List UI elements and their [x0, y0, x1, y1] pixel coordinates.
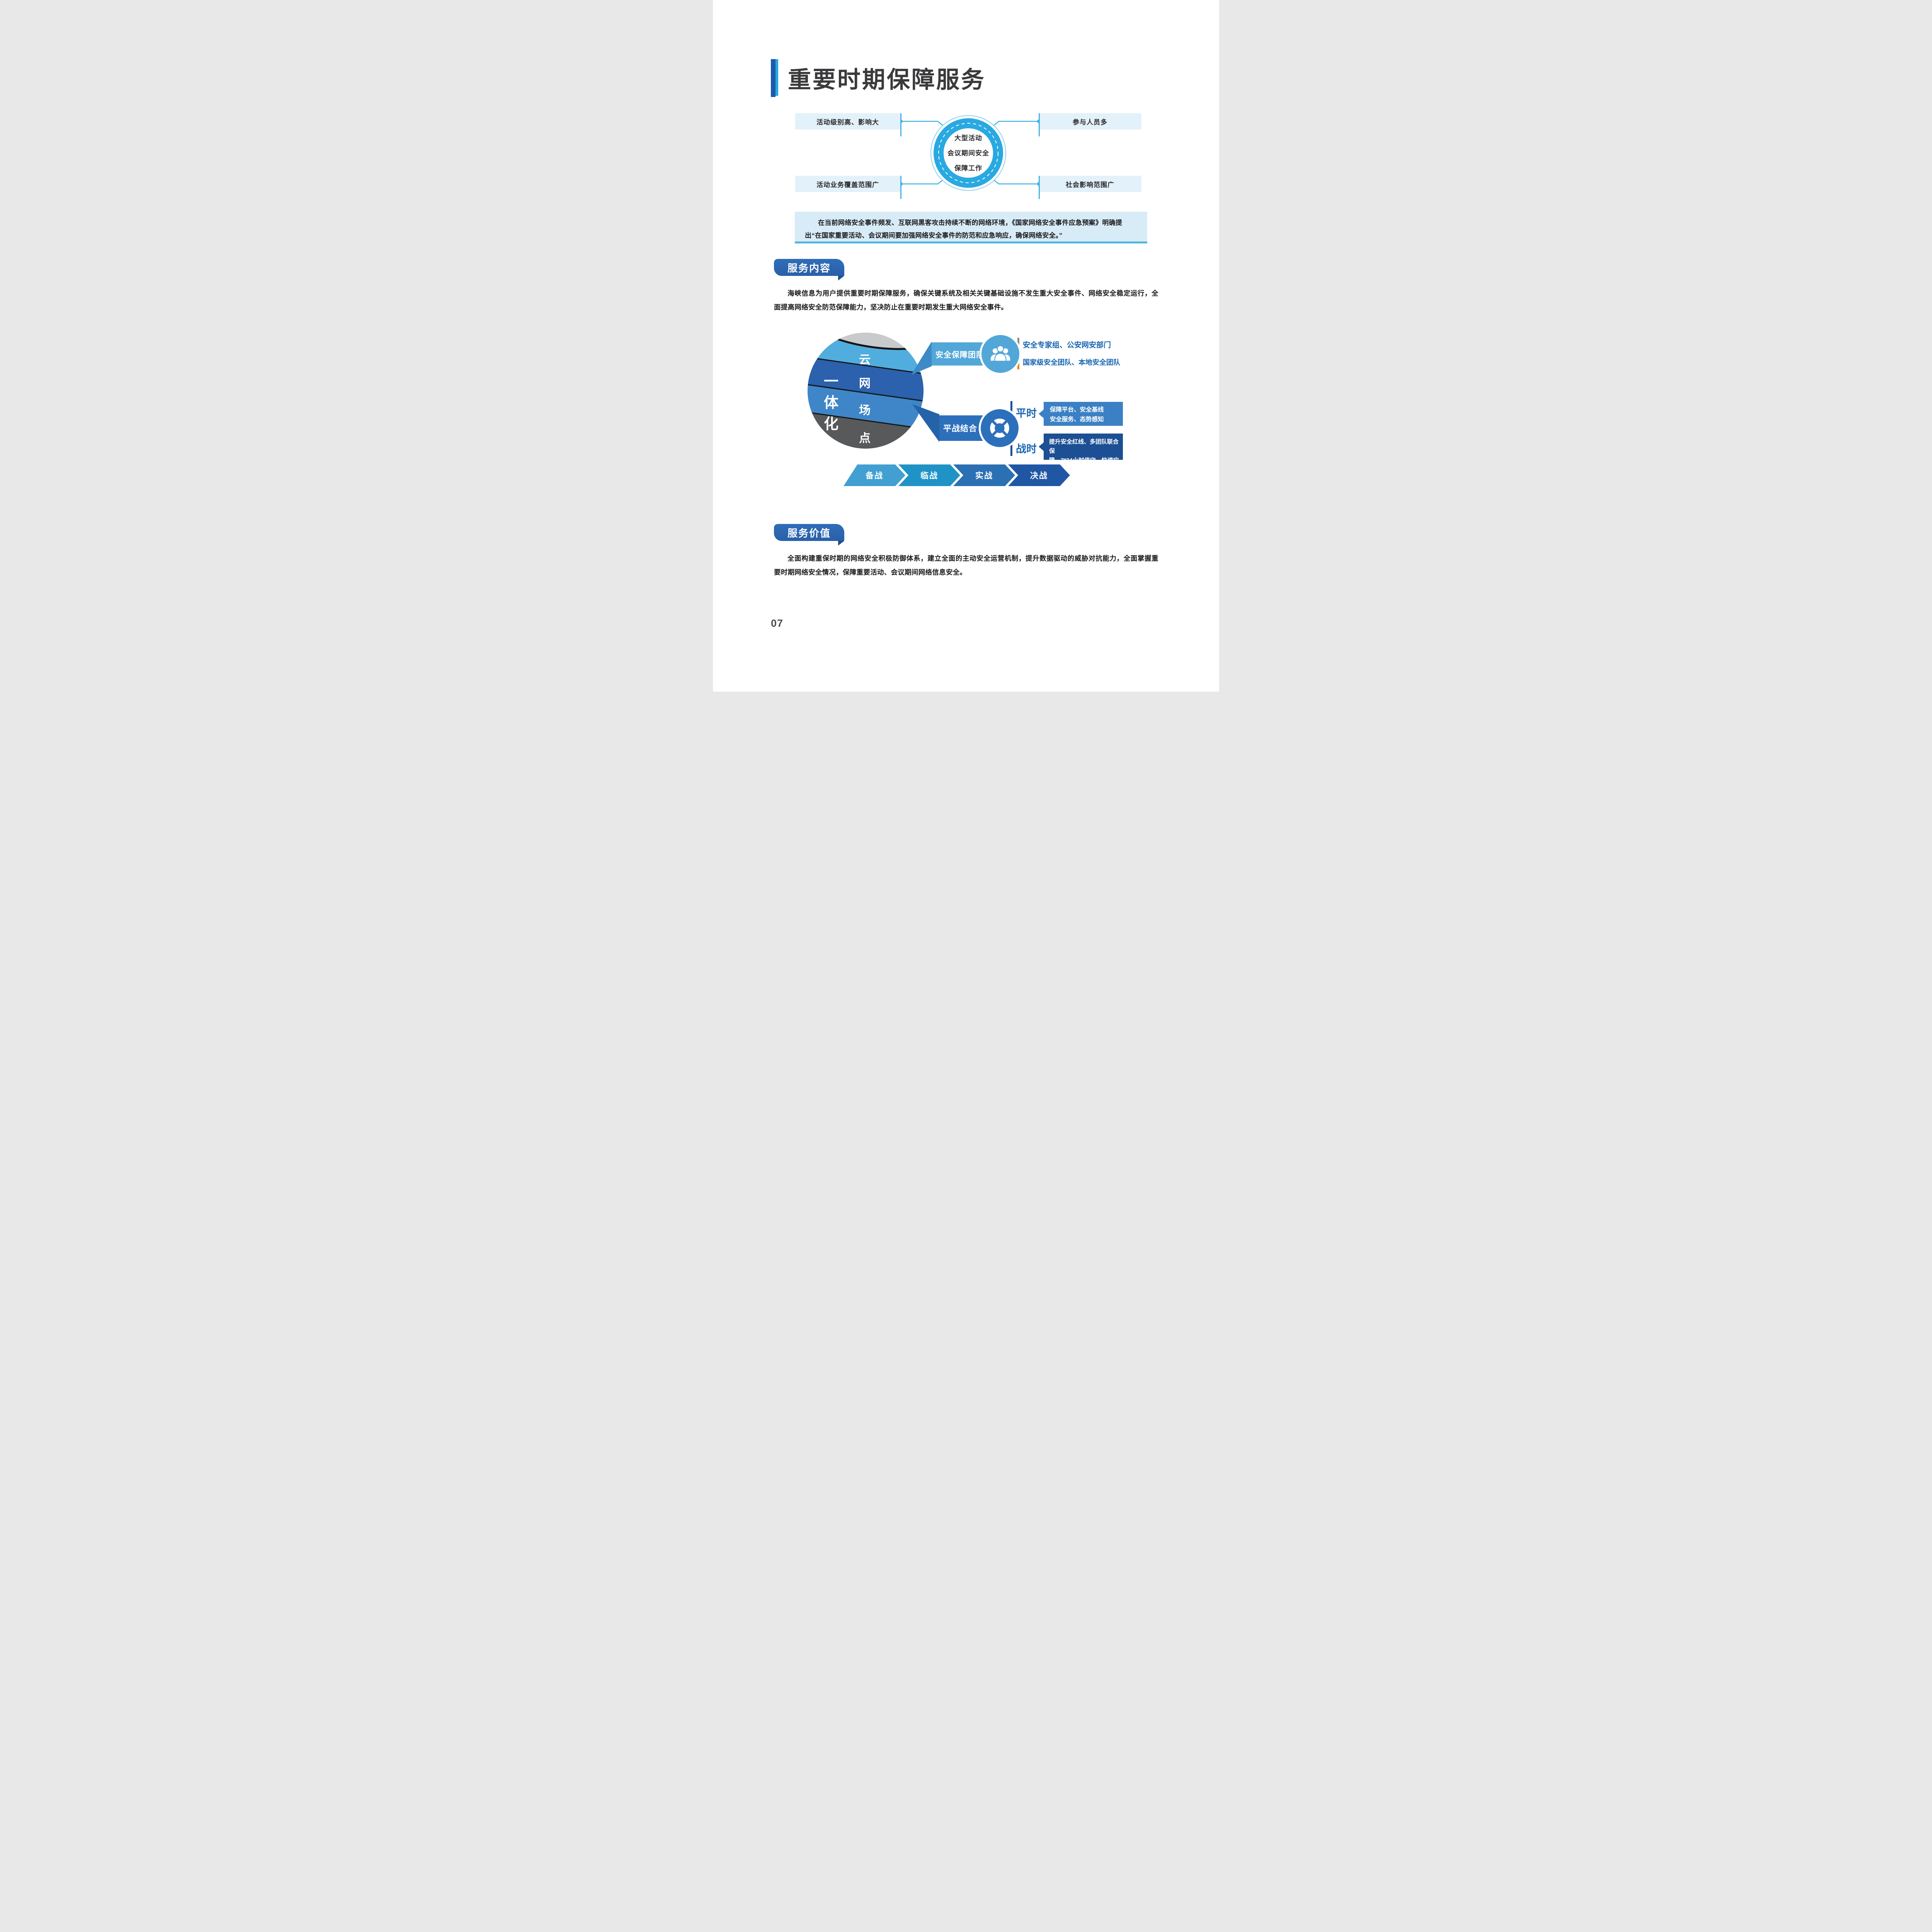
center-line-2: 会议期间安全: [947, 150, 989, 157]
factor-box-bottom-right: 社会影响范围广: [1039, 176, 1141, 192]
peacetime-line-1: 保障平台、安全基线: [1050, 406, 1104, 413]
service-value-paragraph: 全面构建重保时期的网络安全积极防御体系，建立全面的主动安全运营机制，提升数据驱动…: [774, 554, 1158, 576]
sphere-vertical-label-char: 一: [823, 374, 838, 390]
sphere-band-label-cloud: 云: [859, 354, 871, 366]
section-header-service-value: 服务价值: [774, 524, 845, 546]
people-group-icon: [980, 333, 1021, 375]
factor-box-top-left: 活动级别高、影响大: [795, 113, 900, 129]
title-accent-bar-dark: [771, 59, 776, 97]
factor-box-top-right: 参与人员多: [1039, 113, 1141, 129]
wartime-box: 提升安全红线、多团队联合保 障、7*24小时值守、快速应急: [1039, 434, 1123, 473]
box-tail: [1039, 410, 1044, 418]
page-number: 07: [771, 617, 784, 629]
team-connector: [911, 342, 932, 375]
document-page: 重要时期保障服务 活动级别高、影响大 参与人员多 活动业务覆盖范围广 社会影响范…: [713, 0, 1219, 692]
peacetime-box: 保障平台、安全基线 安全服务、态势感知: [1039, 402, 1123, 426]
page-title: 重要时期保障服务: [788, 67, 986, 93]
team-item-text: 国家级安全团队、本地安全团队: [1023, 359, 1120, 366]
phase-chevron-combat: 实战: [953, 464, 1015, 486]
cloud-network-sphere: [808, 333, 923, 449]
sphere-band-label-site: 点: [859, 432, 871, 445]
mode-label-wartime: 战时: [1016, 443, 1037, 455]
box-tail: [1039, 442, 1044, 451]
policy-notice: 在当前网络安全事件频发、互联网黑客攻击持续不断的网络环境，《国家网络安全事件应急…: [795, 212, 1147, 243]
phase-chevron-approach: 临战: [898, 464, 960, 486]
peacetime-line-2: 安全服务、态势感知: [1050, 416, 1104, 423]
center-circle-text: 大型活动 会议期间安全 保障工作: [941, 131, 995, 176]
combat-connector: [912, 404, 939, 442]
team-item-text: 安全专家组、公安网安部门: [1023, 341, 1111, 349]
box-edge-line: [1039, 113, 1040, 136]
section-header-service-content: 服务内容: [774, 259, 845, 281]
sphere-band-label-network: 网: [859, 377, 871, 390]
lifebuoy-icon: [979, 407, 1020, 449]
box-edge-line: [1039, 176, 1040, 199]
sphere-vertical-label-char: 化: [823, 416, 838, 432]
mode-bar: [1010, 435, 1012, 456]
mode-label-peacetime: 平时: [1016, 408, 1037, 419]
title-accent-bar-light: [776, 59, 778, 96]
sphere-vertical-label-char: 体: [823, 395, 838, 411]
decor-layer: [808, 115, 1041, 449]
factor-box-bottom-left: 活动业务覆盖范围广: [795, 176, 900, 192]
center-circle-rings: [930, 115, 1006, 191]
service-content-paragraph: 海峡信息为用户提供重要时期保障服务，确保关键系统及相关关键基础设施不发生重大安全…: [774, 289, 1158, 311]
wartime-line-1: 提升安全红线、多团队联合保: [1049, 439, 1119, 454]
box-edge-line: [900, 113, 901, 136]
center-line-1: 大型活动: [954, 134, 982, 142]
center-line-3: 保障工作: [954, 165, 982, 172]
sphere-band-label-venue: 场: [859, 404, 871, 417]
box-edge-line: [900, 176, 901, 199]
phase-chevron-decisive: 决战: [1008, 464, 1070, 486]
